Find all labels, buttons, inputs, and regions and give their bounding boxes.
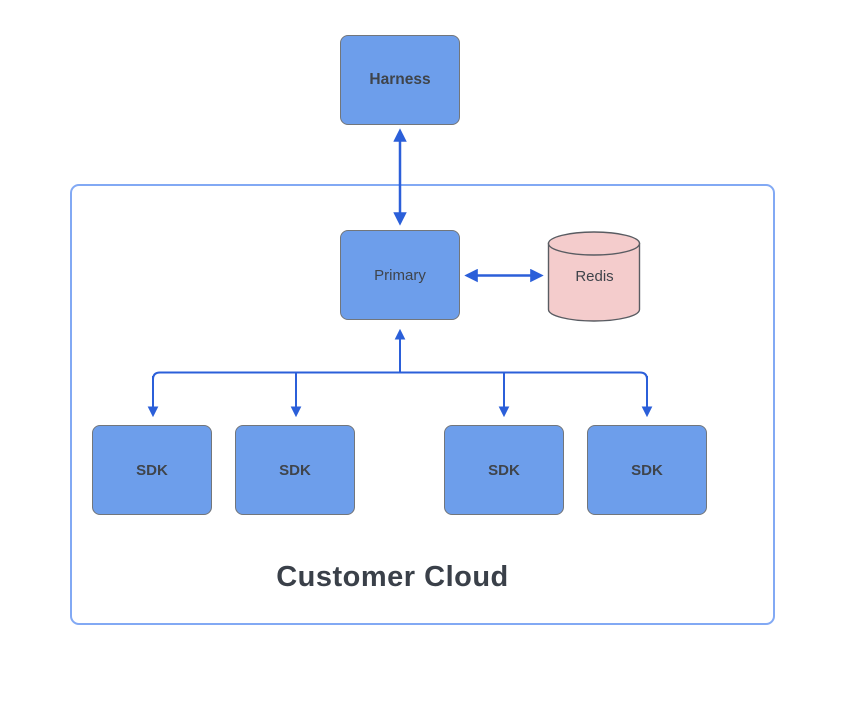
sdk-node-4: SDK xyxy=(587,425,707,515)
primary-node-label: Primary xyxy=(374,266,426,284)
sdk-node-3: SDK xyxy=(444,425,564,515)
sdk-node-3-label: SDK xyxy=(488,461,520,479)
redis-node: Redis xyxy=(547,230,642,323)
harness-node-label: Harness xyxy=(369,71,431,88)
customer-cloud-boundary xyxy=(70,184,775,625)
sdk-node-1-label: SDK xyxy=(136,461,168,479)
redis-node-label: Redis xyxy=(575,268,614,285)
sdk-node-4-label: SDK xyxy=(631,461,663,479)
harness-node: Harness xyxy=(340,35,460,125)
database-cylinder-icon xyxy=(547,231,641,322)
sdk-node-1: SDK xyxy=(92,425,212,515)
sdk-node-2-label: SDK xyxy=(279,461,311,479)
customer-cloud-label: Customer Cloud xyxy=(276,561,509,593)
primary-node: Primary xyxy=(340,230,460,320)
sdk-node-2: SDK xyxy=(235,425,355,515)
